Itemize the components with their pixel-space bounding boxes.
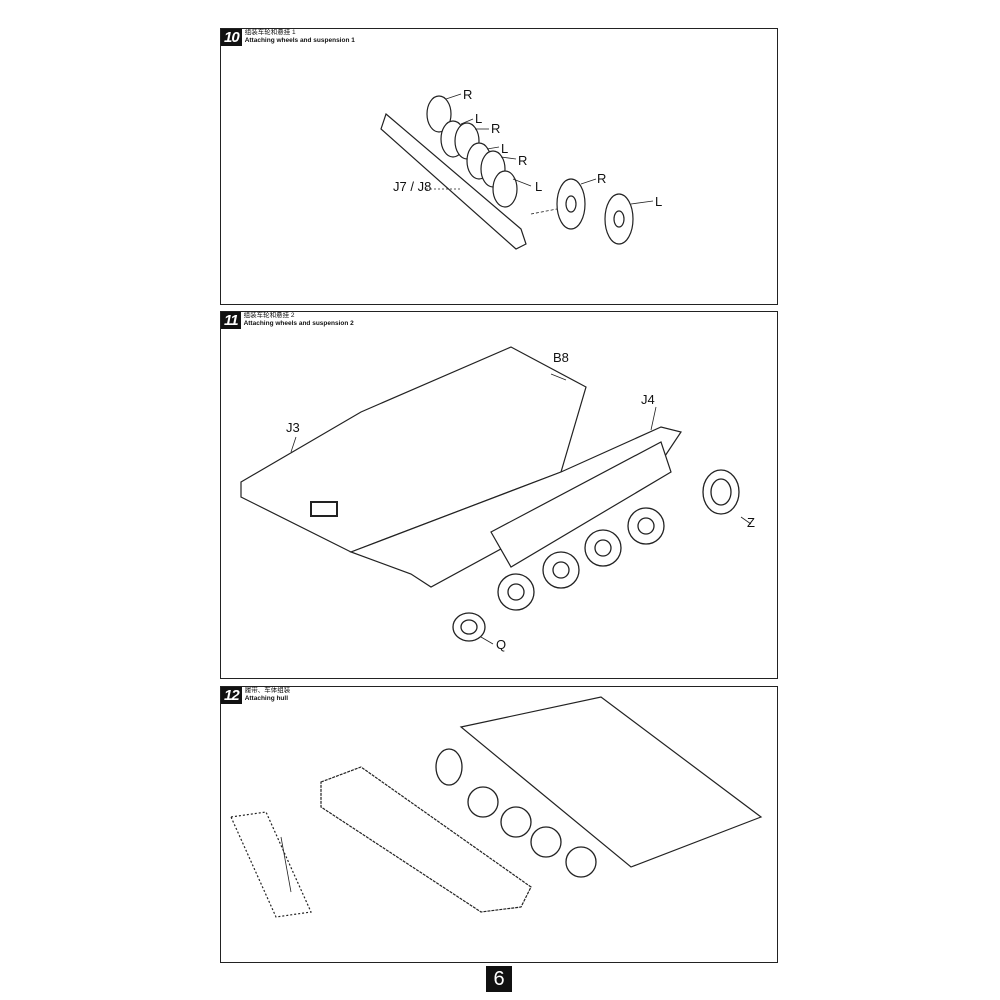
step-title-en: Attaching wheels and suspension 2 — [243, 320, 354, 327]
step-title-cn: 组装车轮和悬挂 2 — [243, 312, 295, 319]
step-number: 11 — [221, 312, 241, 329]
page-number: 6 — [486, 966, 512, 992]
part-label: R — [518, 153, 528, 168]
part-label: J4 — [641, 392, 655, 407]
step-number: 10 — [221, 29, 242, 46]
part-label: J7 / J8 — [393, 179, 432, 194]
part-label: L — [501, 141, 509, 156]
suspension-wheels-illustration — [380, 93, 654, 250]
part-label: B8 — [553, 350, 569, 365]
part-label: R — [463, 87, 473, 102]
part-label: L — [655, 194, 663, 209]
step-number: 12 — [221, 687, 242, 704]
part-label: R — [597, 171, 607, 186]
part-label: J3 — [286, 420, 300, 435]
step-title-en: Attaching wheels and suspension 1 — [244, 37, 355, 44]
step-title-cn: 组装车轮和悬挂 1 — [244, 29, 296, 36]
part-label: L — [475, 111, 483, 126]
hull-track-illustration — [230, 696, 763, 918]
hull-wheels-illustration — [240, 346, 752, 645]
part-label: Z — [747, 515, 755, 530]
part-label: R — [491, 121, 501, 136]
step-title-cn: 履带、车体组装 — [244, 687, 291, 694]
step-title-en: Attaching hull — [244, 695, 289, 702]
part-label: L — [535, 179, 543, 194]
part-label: Q — [496, 637, 507, 652]
